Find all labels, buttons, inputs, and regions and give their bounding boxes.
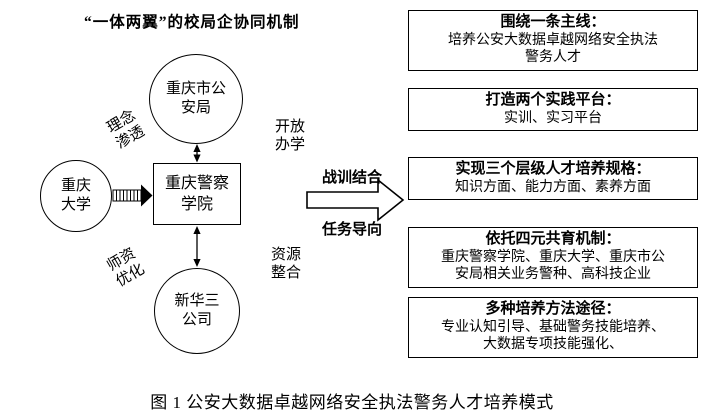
outcome-box-line: 知识方面、能力方面、素养方面 <box>455 179 651 195</box>
outcome-box-talent-specs: 实现三个层级人才培养规格： 知识方面、能力方面、素养方面 <box>408 157 698 200</box>
outcome-box-methods: 多种培养方法途径： 专业认知引导、基础警务技能培养、 大数据专项技能强化、 <box>408 297 698 358</box>
node-label-line: 安局 <box>180 100 211 116</box>
bureau-college-double-arrow <box>193 144 201 163</box>
label-task-oriented: 任务导向 <box>321 222 382 238</box>
diagram-title: “一体两翼”的校局企协同机制 <box>84 14 300 31</box>
university-college-hatched-arrow <box>112 184 153 207</box>
outcome-box-line: 大数据专项技能强化、 <box>483 337 623 352</box>
node-chongqing-university: 重庆 大学 <box>40 160 112 232</box>
outcome-box-line: 重庆警察学院、重庆大学、重庆市公 <box>441 249 665 265</box>
outcome-box-heading: 打造两个实践平台： <box>485 92 621 108</box>
outcome-box-line: 培养公安大数据卓越网络安全执法 <box>448 32 658 48</box>
node-public-security-bureau: 重庆市公 安局 <box>149 54 243 144</box>
outcome-box-co-education: 依托四元共育机制： 重庆警察学院、重庆大学、重庆市公 安局相关业务警种、高科技企… <box>408 227 698 288</box>
outcome-box-heading: 依托四元共育机制： <box>485 231 621 247</box>
outcome-box-line: 专业认知引导、基础警务技能培养、 <box>441 319 665 335</box>
node-police-college: 重庆警察 学院 <box>153 163 241 225</box>
outcome-box-heading: 多种培养方法途径： <box>485 301 621 317</box>
company-college-double-arrow <box>193 226 201 267</box>
outcome-box-line: 警务人才 <box>525 50 581 65</box>
label-open-education: 开放 办学 <box>274 119 305 153</box>
outcome-box-platforms: 打造两个实践平台： 实训、实习平台 <box>408 88 698 131</box>
label-combat-training: 战训结合 <box>321 170 382 186</box>
node-label-line: 重庆警察 <box>164 175 229 192</box>
node-label-line: 公司 <box>181 312 212 328</box>
label-resource-integration: 资源 整合 <box>270 247 301 281</box>
node-new-h3c-company: 新华三 公司 <box>154 268 240 354</box>
node-label-line: 重庆 <box>60 178 91 194</box>
node-label-line: 重庆市公 <box>165 81 226 97</box>
figure-caption: 图 1 公安大数据卓越网络安全执法警务人才培养模式 <box>150 393 554 412</box>
outcome-box-line: 实训、实习平台 <box>504 110 602 126</box>
outcome-box-heading: 围绕一条主线： <box>500 14 606 30</box>
node-label-line: 大学 <box>60 197 91 213</box>
main-flow-block-arrow <box>306 178 405 222</box>
outcome-box-heading: 实现三个层级人才培养规格： <box>455 161 651 177</box>
node-label-line: 学院 <box>180 196 213 213</box>
outcome-box-line: 安局相关业务警种、高科技企业 <box>455 267 651 282</box>
node-label-line: 新华三 <box>174 293 220 309</box>
outcome-box-main-line: 围绕一条主线： 培养公安大数据卓越网络安全执法 警务人才 <box>408 10 698 71</box>
